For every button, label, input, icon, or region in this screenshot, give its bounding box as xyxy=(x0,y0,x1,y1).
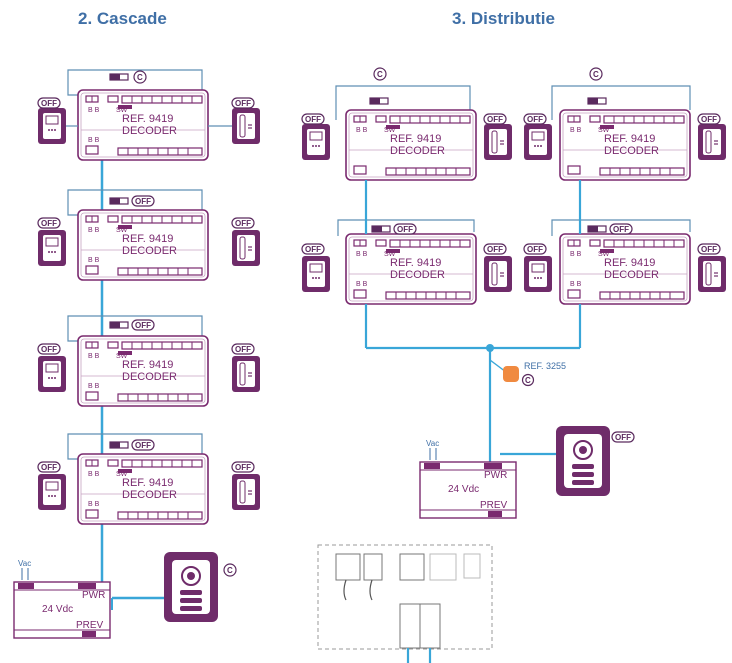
svg-text:B B: B B xyxy=(570,127,582,134)
title-distributie: 3. Distributie xyxy=(452,9,555,28)
svg-text:Vac: Vac xyxy=(18,559,31,568)
title-cascade: 2. Cascade xyxy=(78,9,167,28)
svg-text:REF. 9419: REF. 9419 xyxy=(122,233,173,245)
svg-text:OFF: OFF xyxy=(487,115,503,124)
svg-text:REF. 9419: REF. 9419 xyxy=(604,257,655,269)
decoder-dist-tl: B B SW REF. 9419 DECODER xyxy=(345,109,477,181)
svg-text:PREV: PREV xyxy=(480,500,508,511)
phone-right-1 xyxy=(231,107,261,145)
svg-text:DECODER: DECODER xyxy=(122,489,177,501)
svg-text:REF. 3255: REF. 3255 xyxy=(524,361,566,371)
svg-text:24 Vdc: 24 Vdc xyxy=(42,604,73,615)
svg-text:DECODER: DECODER xyxy=(390,269,445,281)
distributie-diagram: C C B B SW REF. 9419 DECODER OFF OFF B B… xyxy=(301,67,727,663)
svg-text:SW: SW xyxy=(116,107,128,114)
svg-text:REF. 9419: REF. 9419 xyxy=(122,477,173,489)
svg-text:B B: B B xyxy=(356,127,368,134)
svg-text:DECODER: DECODER xyxy=(122,371,177,383)
cascade-diagram: B B SW REF. 9419 DECODER B B C OFF OFF B… xyxy=(13,69,261,639)
svg-text:OFF: OFF xyxy=(41,219,57,228)
decoder-1: B B SW REF. 9419 DECODER B B xyxy=(67,69,209,161)
svg-text:OFF: OFF xyxy=(305,245,321,254)
svg-text:OFF: OFF xyxy=(41,345,57,354)
svg-text:PWR: PWR xyxy=(484,470,507,481)
decoder-3: B B SW REF. 9419 DECODER B B xyxy=(67,315,209,407)
svg-text:Vac: Vac xyxy=(426,439,439,448)
svg-text:REF. 9419: REF. 9419 xyxy=(390,133,441,145)
svg-text:REF. 9419: REF. 9419 xyxy=(122,359,173,371)
svg-text:REF. 9419: REF. 9419 xyxy=(604,133,655,145)
svg-text:B B: B B xyxy=(88,471,100,478)
psu-distributie: 24 Vdc PWR PREV xyxy=(419,461,517,519)
svg-text:OFF: OFF xyxy=(701,115,717,124)
svg-text:DECODER: DECODER xyxy=(390,145,445,157)
decoder-dist-br: B B SW REF. 9419 DECODER B B xyxy=(559,233,691,305)
svg-text:C: C xyxy=(377,70,383,79)
decoder-dist-bl: B B SW REF. 9419 DECODER B B xyxy=(345,233,477,305)
svg-text:B B: B B xyxy=(88,501,100,508)
panel-cascade xyxy=(163,551,219,623)
svg-text:OFF: OFF xyxy=(235,345,251,354)
svg-text:DECODER: DECODER xyxy=(604,145,659,157)
svg-text:OFF: OFF xyxy=(135,441,151,450)
svg-text:OFF: OFF xyxy=(527,115,543,124)
svg-text:OFF: OFF xyxy=(527,245,543,254)
svg-text:SW: SW xyxy=(116,227,128,234)
svg-text:SW: SW xyxy=(116,353,128,360)
svg-text:SW: SW xyxy=(598,127,610,134)
panel-distributie xyxy=(555,425,611,497)
svg-text:OFF: OFF xyxy=(397,225,413,234)
svg-text:OFF: OFF xyxy=(135,197,151,206)
svg-text:SW: SW xyxy=(384,251,396,258)
svg-text:SW: SW xyxy=(598,251,610,258)
decoder-dist-tr: B B SW REF. 9419 DECODER xyxy=(559,109,691,181)
svg-text:DECODER: DECODER xyxy=(604,269,659,281)
svg-text:OFF: OFF xyxy=(613,225,629,234)
svg-text:B B: B B xyxy=(88,257,100,264)
svg-text:C: C xyxy=(593,70,599,79)
svg-text:DECODER: DECODER xyxy=(122,125,177,137)
svg-text:OFF: OFF xyxy=(701,245,717,254)
svg-text:SW: SW xyxy=(384,127,396,134)
svg-text:OFF: OFF xyxy=(235,219,251,228)
svg-text:SW: SW xyxy=(116,471,128,478)
svg-text:C: C xyxy=(227,566,233,575)
svg-text:OFF: OFF xyxy=(41,99,57,108)
svg-text:REF. 9419: REF. 9419 xyxy=(122,113,173,125)
svg-text:OFF: OFF xyxy=(41,463,57,472)
svg-text:B B: B B xyxy=(570,251,582,258)
svg-text:DECODER: DECODER xyxy=(122,245,177,257)
svg-text:B B: B B xyxy=(570,281,582,288)
svg-text:B B: B B xyxy=(88,107,100,114)
svg-text:B B: B B xyxy=(88,353,100,360)
svg-text:24 Vdc: 24 Vdc xyxy=(448,484,479,495)
svg-text:PREV: PREV xyxy=(76,620,104,631)
svg-text:B B: B B xyxy=(356,251,368,258)
svg-text:OFF: OFF xyxy=(235,463,251,472)
svg-text:B B: B B xyxy=(88,137,100,144)
svg-text:OFF: OFF xyxy=(135,321,151,330)
svg-text:C: C xyxy=(137,73,143,82)
monitor-left-1 xyxy=(37,107,67,145)
svg-text:B B: B B xyxy=(88,383,100,390)
decoder-4: B B SW REF. 9419 DECODER B B xyxy=(67,433,209,525)
svg-text:C: C xyxy=(525,376,531,385)
psu-cascade: 24 Vdc PWR PREV xyxy=(13,581,111,639)
svg-text:OFF: OFF xyxy=(487,245,503,254)
svg-text:OFF: OFF xyxy=(615,433,631,442)
svg-text:PWR: PWR xyxy=(82,590,105,601)
svg-text:B B: B B xyxy=(88,227,100,234)
svg-text:REF. 9419: REF. 9419 xyxy=(390,257,441,269)
decoder-2: B B SW REF. 9419 DECODER B B xyxy=(67,189,209,281)
device-catalog xyxy=(335,553,481,649)
svg-text:OFF: OFF xyxy=(235,99,251,108)
svg-text:B B: B B xyxy=(356,281,368,288)
svg-text:OFF: OFF xyxy=(305,115,321,124)
